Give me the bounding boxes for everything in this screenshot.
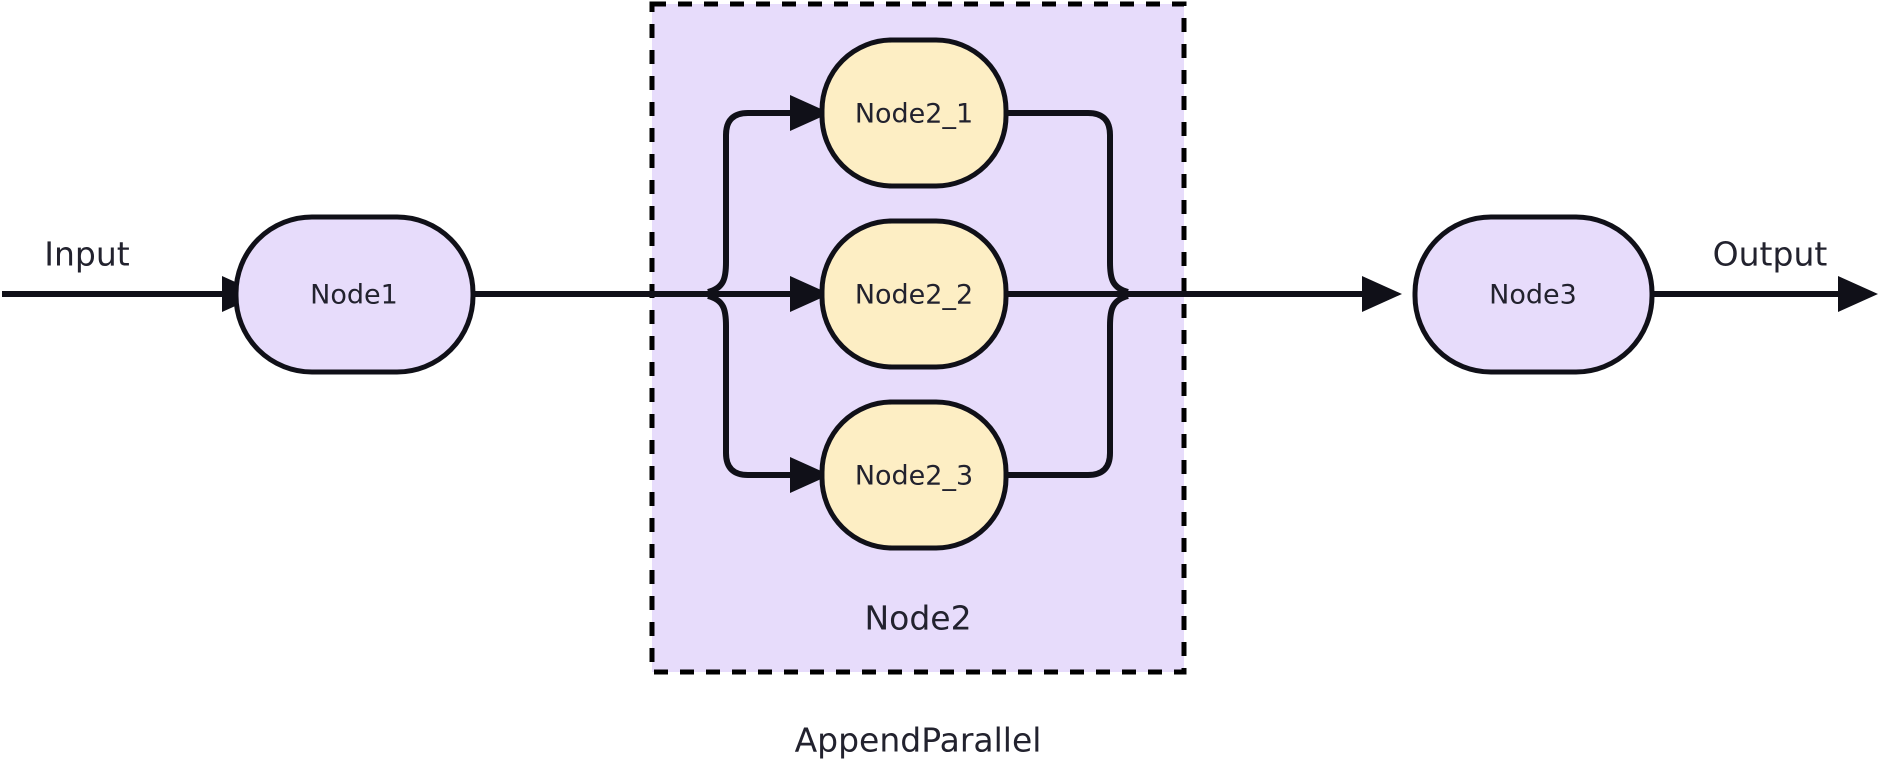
- edge-node2-1-to-merge: [1006, 110, 1129, 295]
- node-node2-2[interactable]: [819, 218, 1009, 370]
- edge-node2-3-to-merge: [1006, 293, 1129, 478]
- arrowhead-split-to-node2-1: [790, 95, 830, 131]
- node-node2-2-label: Node2_2: [855, 280, 973, 311]
- node-node2-1-label: Node2_1: [855, 99, 973, 130]
- node-node2-1[interactable]: [819, 37, 1009, 189]
- input-label: Input: [44, 235, 130, 274]
- node-node3-label: Node3: [1489, 280, 1577, 311]
- edge-split-to-node2-3: [707, 293, 800, 478]
- node-node2-3-label: Node2_3: [855, 461, 973, 492]
- diagram-caption: AppendParallel: [795, 721, 1042, 760]
- arrowhead-merge-to-node3: [1362, 276, 1402, 312]
- arrowhead-split-to-node2-3: [790, 457, 830, 493]
- output-label: Output: [1713, 235, 1828, 274]
- arrowhead-split-to-node2-2: [790, 276, 830, 312]
- node-node2-3[interactable]: [819, 399, 1009, 551]
- node-node1-label: Node1: [310, 280, 398, 311]
- group-label-node2: Node2: [864, 599, 971, 638]
- arrowhead-node3-to-output: [1838, 276, 1878, 312]
- node-node1[interactable]: [233, 214, 476, 375]
- node-node3[interactable]: [1412, 214, 1655, 375]
